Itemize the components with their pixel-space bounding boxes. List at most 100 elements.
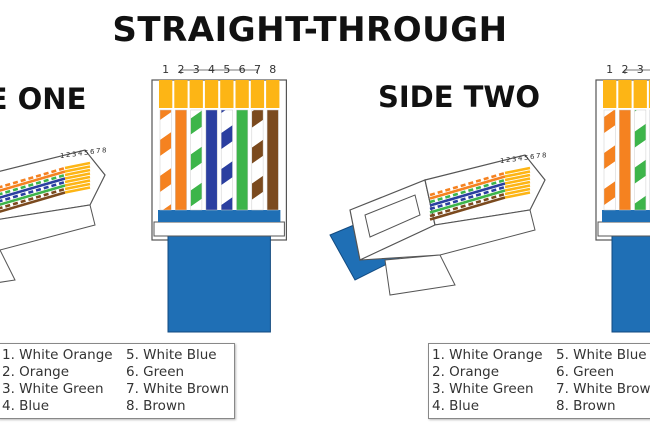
pin-number: 2 [621,63,628,76]
cable-jacket [611,234,650,333]
pin-number: 4 [208,63,215,76]
wire [429,185,506,211]
gold-contact [220,80,234,108]
gold-contact [603,80,617,108]
pin-bracket [624,69,650,74]
pin-number: 1 [162,63,169,76]
diagram-title: STRAIGHT-THROUGH [112,10,508,50]
pin-number: 8 [102,146,106,154]
side-one-label: SIDE ONE [0,82,87,116]
pin-number: 3 [512,155,516,163]
pin-number: 2 [506,156,510,164]
pin-number: 2 [66,151,70,159]
pin-number: 6 [530,153,535,161]
wire [429,189,506,214]
pin-number: 8 [542,151,546,159]
legend-item: 1. White Orange [432,347,543,363]
pin-number: 7 [536,152,540,160]
gold-contact [504,173,531,182]
legend-item: 3. White Green [2,381,104,397]
wire [0,173,66,196]
wire [603,109,616,211]
gold-contact [64,186,91,194]
pin-number: 3 [193,63,200,76]
boot-window [364,194,421,238]
pin-number: 6 [90,148,95,156]
wire [429,192,506,218]
legend-item: 8. Brown [126,398,186,414]
wire [205,109,218,211]
wire [429,171,506,197]
legend-item: 4. Blue [2,398,50,414]
gold-contact [204,80,219,108]
pin-number: 1 [60,152,64,160]
wire [0,180,66,203]
legend-item: 6. Green [126,364,185,380]
legend-item: 2. Orange [2,364,70,380]
gold-contact [618,80,632,108]
legend-item: 7. White Brown [126,381,230,397]
gold-contact [64,179,91,187]
pin-number: 6 [239,63,246,76]
wire [0,187,66,210]
legend-item: 5. White Blue [126,347,217,363]
gold-contact [64,175,91,184]
pin-number: 3 [72,150,76,158]
gold-contact [633,80,647,108]
gold-contact [504,170,531,178]
wire [236,109,249,211]
gold-contact [504,184,531,192]
gold-contact [504,177,531,185]
strain-relief [597,221,650,237]
legend-item: 6. Green [556,364,615,380]
cable-band [158,210,281,222]
gold-contact [235,80,249,108]
gold-contact [64,165,91,173]
wire [429,196,506,221]
pin-number: 5 [223,63,230,76]
legend-item: 1. White Orange [2,347,113,363]
gold-contact [504,187,531,196]
latch [384,254,456,296]
gold-contact [64,172,91,180]
pin-number: 5 [84,149,88,157]
gold-contact [504,166,531,175]
pin-number: 5 [524,154,528,162]
pin-number: 8 [269,63,276,76]
plug-side [0,204,96,251]
pin-number: 2 [177,63,184,76]
side-two-label: SIDE TWO [378,80,541,114]
gold-contact [174,80,188,108]
pin-bracket [180,69,258,74]
gold-contact [648,80,650,108]
wire [429,175,506,200]
pin-number: 1 [606,63,613,76]
wire [634,109,647,211]
wire [159,109,172,211]
gold-contact [64,161,91,170]
wire [175,109,187,211]
wire [619,109,631,211]
wire [220,109,233,211]
gold-contact [189,80,203,108]
legend-item: 5. White Blue [556,347,647,363]
pin-number: 3 [637,63,644,76]
wire [0,191,66,213]
latch [0,249,16,283]
wire [429,182,506,207]
gold-contact [250,80,265,108]
wire [0,184,66,206]
legend-side-one: 1. White Orange 5. White Blue 2. Orange … [0,343,235,419]
wire [429,178,506,204]
gold-contact [504,191,531,199]
legend-item: 4. Blue [432,398,480,414]
gold-contact [159,80,173,108]
gold-contact [64,168,91,177]
legend-side-two: 1. White Orange 5. White Blue 2. Orange … [428,343,650,419]
wire [251,109,264,211]
